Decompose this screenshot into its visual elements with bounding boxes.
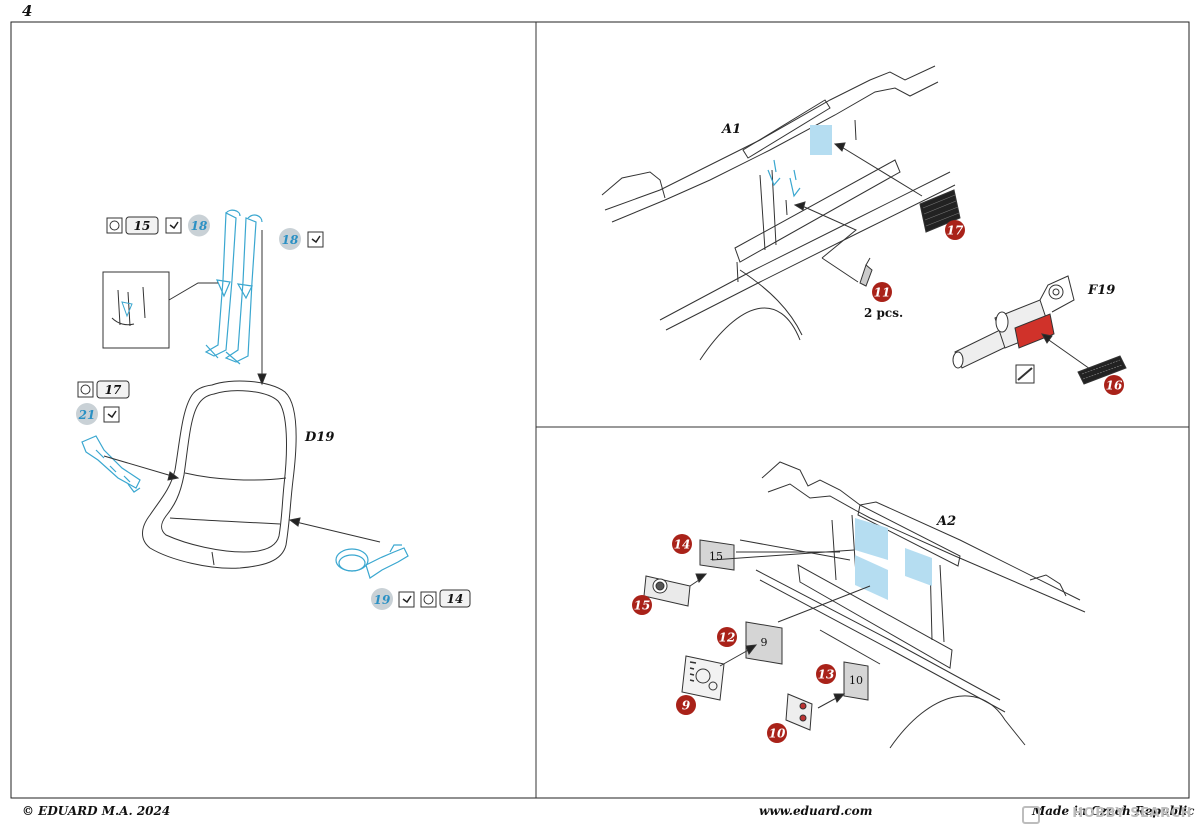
- footer-copyright: © EDUARD M.A. 2024: [22, 804, 171, 818]
- shoulder-harness: [204, 209, 263, 365]
- step-badge: [872, 282, 892, 302]
- page-frame: [10, 21, 1190, 799]
- belt-right-legend: 19 14: [371, 588, 471, 610]
- belt-left-legend-2: 21: [76, 403, 120, 425]
- dial-15: [643, 575, 691, 607]
- step-number: 11: [874, 286, 891, 300]
- step-badge: [632, 595, 652, 615]
- legend-group-left: 15 18 18 17 21 19: [76, 214, 471, 610]
- step-number: 17: [947, 224, 964, 238]
- pe-levers: [767, 159, 801, 198]
- labels-bottom-right: A2 14 15 12 9 13 10 15 9 10: [632, 514, 956, 743]
- part-label-f19: F19: [1087, 283, 1115, 298]
- step-number: 14: [674, 538, 691, 552]
- step-badge: [676, 695, 696, 715]
- bend-icon: [307, 231, 324, 248]
- step-badge: [717, 627, 737, 647]
- watermark-logo-icon: [1022, 806, 1040, 824]
- step-badge: [767, 723, 787, 743]
- watermark-text: HOBBY SEARCH: [1072, 806, 1192, 821]
- option-badge: [279, 228, 301, 250]
- bend-icon: [398, 591, 415, 608]
- step-badge: [1104, 375, 1124, 395]
- part-label-d19: D19: [304, 430, 334, 445]
- quantity-note: 2 pcs.: [864, 306, 903, 320]
- instrument-decal-17: [833, 142, 961, 233]
- footer-website: www.eduard.com: [759, 804, 873, 818]
- placard-15: [699, 539, 735, 571]
- placard-text: 15: [709, 550, 723, 563]
- step-number: 18: [191, 219, 208, 233]
- option-badge: [76, 403, 98, 425]
- step-number: 12: [719, 631, 736, 645]
- bottom-right-panel: [643, 461, 1086, 749]
- placard-10: [843, 661, 869, 701]
- panel-10: [785, 693, 813, 731]
- labels-top-right: A1 F19 17 11 2 pcs. 16: [720, 122, 1124, 395]
- panel-9: [681, 655, 725, 701]
- lap-belt-right: [335, 544, 409, 579]
- part-ref-text: 14: [447, 592, 464, 606]
- part-label-a1: A1: [720, 122, 741, 137]
- cockpit-wall-a1: [601, 65, 956, 361]
- seat-drawing: [142, 380, 297, 569]
- step-badge: [816, 664, 836, 684]
- step-number: 15: [634, 599, 651, 613]
- remove-plastic-icon: [106, 217, 123, 234]
- step-number: 18: [282, 233, 299, 247]
- step-badge: [672, 534, 692, 554]
- part-ref-box: [125, 216, 159, 235]
- part-ref-text: 17: [105, 383, 122, 397]
- cockpit-wall-a2: [755, 461, 1086, 749]
- remove-plastic-icon: [420, 591, 437, 608]
- belts-legend-2: 18: [279, 228, 324, 250]
- page-number: 4: [22, 2, 33, 20]
- top-right-panel: [601, 65, 1127, 385]
- part-ref-box: [439, 589, 471, 608]
- remove-plastic-icon: [77, 381, 94, 398]
- small-decal-icon: [1015, 364, 1035, 384]
- step-number: 9: [682, 699, 691, 713]
- bend-icon: [165, 217, 182, 234]
- assembly-arrows-a2: [689, 539, 881, 709]
- belts-legend: 15 18: [106, 214, 210, 237]
- assembly-arrows: [103, 230, 381, 543]
- part-ref-box: [96, 380, 130, 399]
- step-badge: [945, 220, 965, 240]
- footer-made-in: Made in Czech Republic: [1032, 804, 1195, 818]
- placard-text: 10: [849, 674, 863, 687]
- gun-sight-f19: [952, 275, 1101, 377]
- belt-left-legend: 17: [77, 380, 130, 399]
- step-number: 19: [374, 593, 391, 607]
- step-number: 13: [818, 668, 835, 682]
- option-badge: [371, 588, 393, 610]
- decal-16: [1077, 355, 1127, 385]
- bend-icon: [103, 406, 120, 423]
- part-ref-text: 15: [134, 219, 151, 233]
- step-number: 10: [769, 727, 786, 741]
- step-number: 16: [1106, 379, 1123, 393]
- option-badge: [188, 214, 210, 237]
- lap-belt-left: [81, 435, 141, 493]
- placard-text: 9: [761, 636, 768, 649]
- lever-part-11: [793, 201, 873, 287]
- left-panel: [81, 209, 409, 579]
- film-panel-a1: [810, 125, 832, 155]
- harness-detail-callout: [102, 271, 218, 349]
- part-label-a2: A2: [935, 514, 956, 529]
- step-number: 21: [78, 408, 96, 422]
